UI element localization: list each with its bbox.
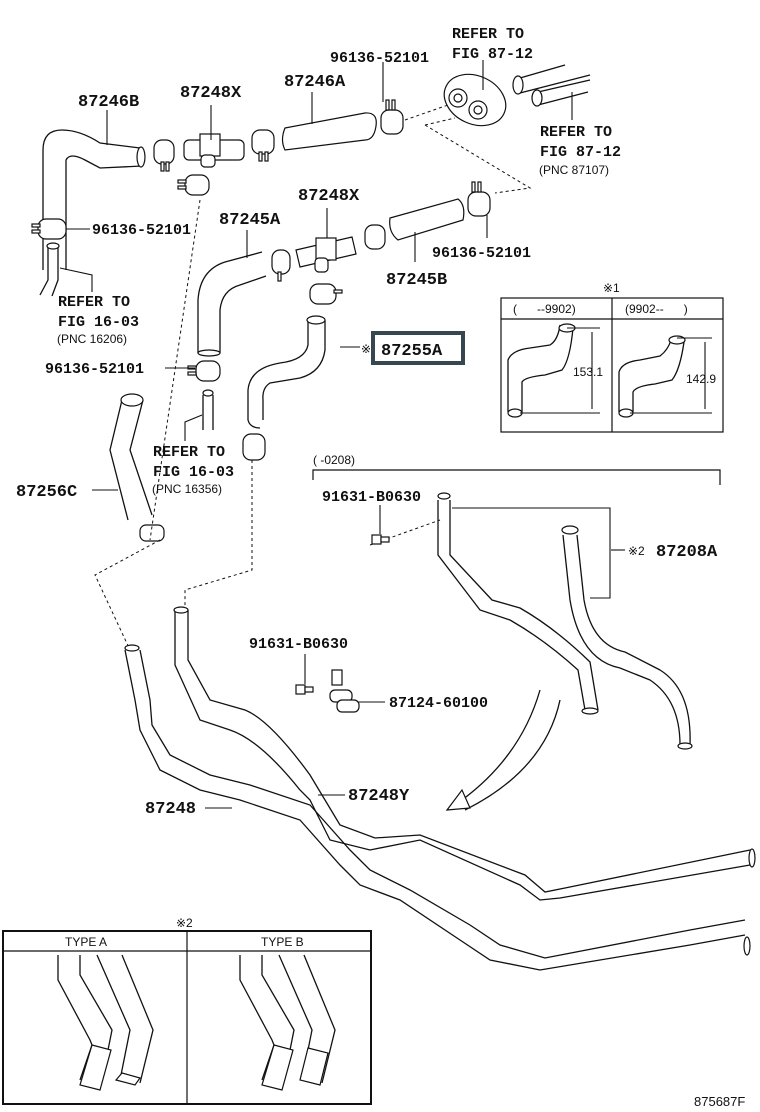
type-a-header: TYPE A xyxy=(65,935,107,949)
hose-87245A[interactable] xyxy=(197,251,267,357)
bolt-icon xyxy=(371,534,390,545)
inset-1-dimension-2: 142.9 xyxy=(686,372,716,386)
hose-87246B[interactable] xyxy=(42,129,146,270)
refer-left-line2[interactable]: FIG 16-03 xyxy=(58,314,139,331)
inset-1: ※1 ( --9902) (9902-- ) 153.1 142.9 xyxy=(500,281,724,433)
label-87248[interactable]: 87248 xyxy=(145,800,196,819)
inset-1-dimension-1: 153.1 xyxy=(573,365,603,379)
tee-joint-87248X-mid[interactable] xyxy=(295,236,357,273)
label-87248X-mid[interactable]: 87248X xyxy=(298,187,360,206)
refer-left-line1: REFER TO xyxy=(58,294,130,311)
inset-2: ※2 TYPE A TYPE B xyxy=(2,916,372,1105)
pipes-87107[interactable] xyxy=(512,64,591,107)
label-96136-top[interactable]: 96136-52101 xyxy=(330,50,429,67)
clamp-icon xyxy=(177,174,210,196)
direction-arrow-icon xyxy=(445,689,561,811)
clamp-icon xyxy=(251,129,275,162)
inset-1-mark: ※1 xyxy=(603,281,620,295)
refer-mid-line2[interactable]: FIG 16-03 xyxy=(153,464,234,481)
bolt-icon xyxy=(295,684,314,695)
range-0208: ( -0208) xyxy=(313,453,355,467)
hose-87256C[interactable] xyxy=(109,393,153,521)
refer-mid-pnc: (PNC 16356) xyxy=(152,482,222,496)
label-87255A[interactable]: 87255A xyxy=(381,342,443,361)
type-b-header: TYPE B xyxy=(261,935,304,949)
refer-mid-line1: REFER TO xyxy=(153,444,225,461)
highlight-box xyxy=(371,331,465,365)
refer-right-line2[interactable]: FIG 87-12 xyxy=(540,144,621,161)
label-96136-mid[interactable]: 96136-52101 xyxy=(45,361,144,378)
inset-1-col1-header: ( --9902) xyxy=(513,302,576,316)
clamp-icon xyxy=(467,181,491,217)
clamp-icon xyxy=(139,524,165,542)
label-96136-left[interactable]: 96136-52101 xyxy=(92,222,191,239)
hose-87245B[interactable] xyxy=(389,198,465,241)
grommet-plate[interactable] xyxy=(436,65,514,136)
clamp-icon xyxy=(242,433,266,461)
refer-right-line1: REFER TO xyxy=(540,124,612,141)
label-87248Y[interactable]: 87248Y xyxy=(348,787,410,806)
refer-top-line1: REFER TO xyxy=(452,26,524,43)
label-87246A[interactable]: 87246A xyxy=(284,73,346,92)
label-87245B[interactable]: 87245B xyxy=(386,271,447,290)
figure-id: 875687F xyxy=(694,1094,745,1109)
hose-87246A[interactable] xyxy=(281,112,377,151)
pipe-87248Y[interactable] xyxy=(173,606,756,901)
label-87245A[interactable]: 87245A xyxy=(219,211,281,230)
clamp-icon xyxy=(309,283,343,305)
hose-87255A[interactable] xyxy=(247,315,326,429)
bracket-0208 xyxy=(312,469,721,485)
note-mark-2: ※2 xyxy=(628,544,645,558)
refer-right-pnc: (PNC 87107) xyxy=(539,163,609,177)
pipe-16206[interactable] xyxy=(39,242,60,297)
clamp-icon xyxy=(31,218,67,240)
clamp-icon xyxy=(364,224,386,250)
pipe-87208A[interactable] xyxy=(437,492,693,750)
clip-87124[interactable] xyxy=(329,669,360,713)
label-87256C[interactable]: 87256C xyxy=(16,483,77,502)
note-mark-1: ※ xyxy=(361,342,371,356)
refer-left-pnc: (PNC 16206) xyxy=(57,332,127,346)
clamp-icon xyxy=(271,249,291,282)
label-87246B[interactable]: 87246B xyxy=(78,93,139,112)
label-91631-top[interactable]: 91631-B0630 xyxy=(322,489,421,506)
clamp-icon xyxy=(380,99,404,135)
inset-2-mark: ※2 xyxy=(176,916,193,930)
inset-1-col2-header: (9902-- ) xyxy=(625,302,688,316)
refer-top-line2[interactable]: FIG 87-12 xyxy=(452,46,533,63)
label-96136-right[interactable]: 96136-52101 xyxy=(432,245,531,262)
clamp-icon xyxy=(153,139,175,172)
label-87208A[interactable]: 87208A xyxy=(656,543,718,562)
label-87124[interactable]: 87124-60100 xyxy=(389,695,488,712)
pipe-16356[interactable] xyxy=(202,389,214,430)
label-91631-mid[interactable]: 91631-B0630 xyxy=(249,636,348,653)
tee-joint-87248X-top[interactable] xyxy=(183,133,245,168)
clamp-icon xyxy=(187,360,221,382)
label-87248X-top[interactable]: 87248X xyxy=(180,84,242,103)
pipe-87248[interactable] xyxy=(124,644,751,971)
